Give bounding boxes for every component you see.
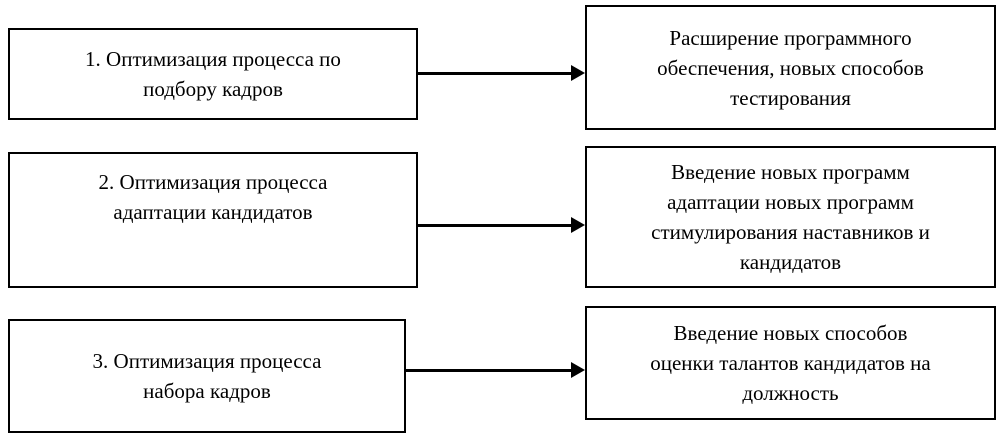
arrow-row-2 [418, 217, 585, 233]
measure-box-2-label: 2. Оптимизация процесса адаптации кандид… [98, 170, 328, 224]
result-box-2-label: Введение новых программ адаптации новых … [651, 160, 930, 274]
arrow-shaft [406, 368, 574, 372]
arrow-row-1 [418, 65, 585, 81]
measure-box-1-label: 1. Оптимизация процесса по подбору кадро… [85, 47, 341, 101]
arrowhead-right-icon [571, 65, 585, 81]
result-box-1: Расширение программного обеспечения, нов… [585, 5, 996, 130]
measure-box-2: 2. Оптимизация процесса адаптации кандид… [8, 152, 418, 288]
arrow-shaft [418, 71, 574, 75]
arrow-shaft [418, 223, 574, 227]
result-box-3: Введение новых способов оценки талантов … [585, 306, 996, 420]
result-box-2: Введение новых программ адаптации новых … [585, 146, 996, 288]
result-box-1-label: Расширение программного обеспечения, нов… [657, 25, 924, 110]
measure-box-3-label: 3. Оптимизация процесса набора кадров [92, 349, 322, 403]
arrowhead-right-icon [571, 362, 585, 378]
arrow-row-3 [406, 362, 585, 378]
arrowhead-right-icon [571, 217, 585, 233]
measure-box-1: 1. Оптимизация процесса по подбору кадро… [8, 28, 418, 120]
measure-box-3: 3. Оптимизация процесса набора кадров [8, 319, 406, 433]
result-box-3-label: Введение новых способов оценки талантов … [650, 321, 931, 405]
